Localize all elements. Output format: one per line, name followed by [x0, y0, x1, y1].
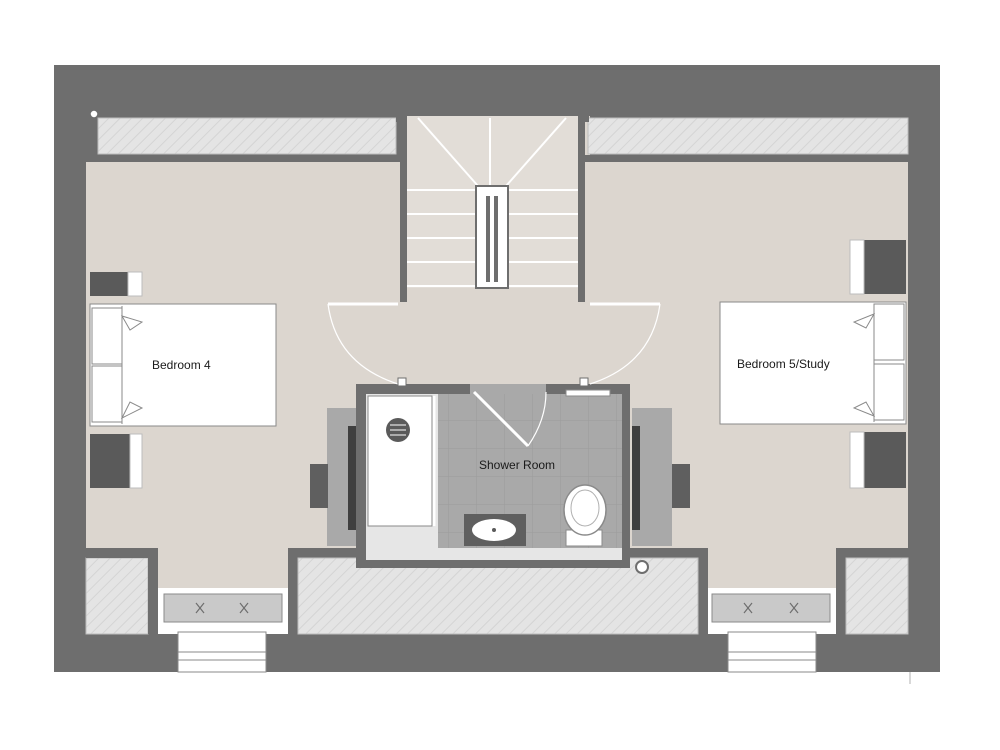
wall-br-inner	[836, 548, 908, 558]
wall-stair-cap-right	[578, 116, 589, 122]
vent-icon	[635, 560, 649, 574]
shower-room	[327, 384, 672, 568]
dormer-left-marks	[195, 602, 249, 614]
wall-bottom-centre-right	[698, 548, 708, 634]
wall-bl-inner	[86, 548, 158, 558]
dormer-right-marks	[743, 602, 799, 614]
bed-bedroom-4	[89, 303, 277, 427]
dormer-right-sill	[711, 593, 831, 623]
bedside-table-b4-bottom	[90, 434, 132, 488]
light-icon	[89, 109, 99, 119]
bedside-table-b4-top	[90, 272, 130, 296]
room-label-shower-room: Shower Room	[479, 458, 555, 472]
floor-bedroom4-lower	[158, 548, 288, 588]
radiator-left	[348, 426, 356, 530]
staircase	[407, 116, 578, 289]
shower-room-door	[472, 390, 530, 448]
wall-bl-stub	[148, 548, 158, 634]
shower-tray	[367, 395, 433, 527]
chair-right	[672, 464, 690, 508]
floor-landing-lower	[330, 300, 660, 390]
wall-bottom-centre-left	[288, 548, 298, 634]
wall-br-stub	[836, 548, 846, 634]
eaves-storage-bottom-left	[85, 557, 149, 635]
room-label-bedroom-4: Bedroom 4	[152, 358, 211, 372]
bedside-table-b5-top	[862, 240, 906, 294]
radiator-right	[632, 426, 640, 530]
chair-left	[310, 464, 328, 508]
wall-landing-right	[578, 116, 585, 302]
wall-bedroom4-top	[86, 155, 400, 162]
floor-bedroom5-lower	[706, 548, 842, 588]
bedside-table-b5-bottom	[862, 432, 906, 488]
dormer-left-sill	[163, 593, 283, 623]
eaves-storage-top-left	[97, 117, 397, 155]
room-label-bedroom-5: Bedroom 5/Study	[737, 357, 830, 371]
wall-landing-left	[400, 116, 407, 302]
landing-doors	[327, 302, 661, 385]
eaves-storage-bottom-right	[845, 557, 909, 635]
eaves-storage-top-right	[587, 117, 909, 155]
wall-stair-cap-left	[396, 116, 407, 122]
wall-bedroom5-top	[585, 155, 908, 162]
eaves-storage-bottom-centre	[297, 557, 699, 635]
bed-bedroom-5	[719, 301, 907, 425]
